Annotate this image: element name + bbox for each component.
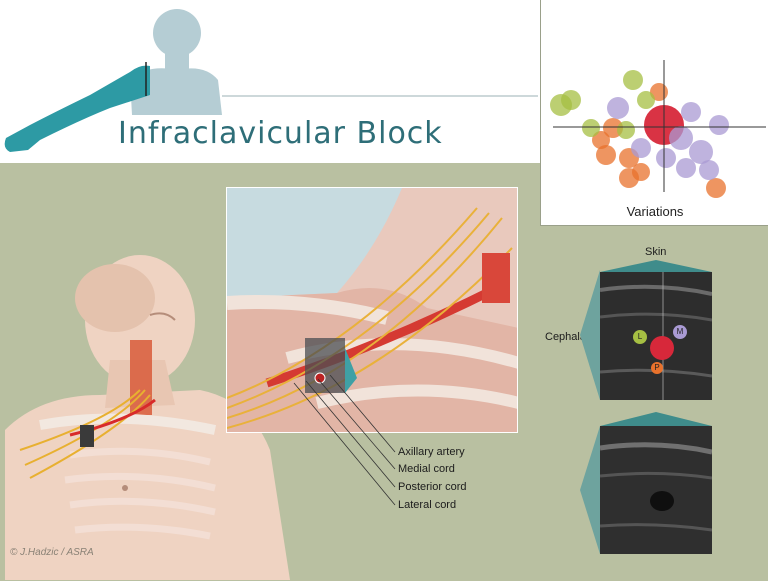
variations-label: Variations <box>626 204 684 219</box>
variation-bubble-purple <box>631 138 651 158</box>
variation-bubble-orange <box>632 163 650 181</box>
ultrasound-top: L M P <box>600 272 712 400</box>
variation-bubble-purple <box>709 115 729 135</box>
variation-bubble-green <box>637 91 655 109</box>
variation-bubble-green <box>623 70 643 90</box>
variation-bubble-purple <box>676 158 696 178</box>
cephalad-arrow <box>580 270 600 400</box>
variation-bubble-green <box>550 94 572 116</box>
variation-bubble-green <box>582 119 600 137</box>
skin-label: Skin <box>645 246 667 258</box>
variation-bubble-purple <box>669 126 693 150</box>
ultrasound-bottom <box>600 426 712 554</box>
variation-bubble-purple <box>699 160 719 180</box>
variation-bubble-orange <box>706 178 726 198</box>
skin-arrow-lower <box>600 412 712 426</box>
body-illustration <box>5 255 290 580</box>
variations-scatter <box>550 60 766 198</box>
marker-M: M <box>673 325 687 339</box>
variation-bubble-purple <box>656 148 676 168</box>
arm-silhouette-illustration <box>4 9 538 152</box>
page-title: Infraclavicular Block <box>118 116 443 151</box>
variation-bubble-orange <box>592 131 610 149</box>
skin-arrow <box>600 260 712 272</box>
label-lateral-cord: Lateral cord <box>398 499 457 511</box>
header-banner: Infraclavicular Block <box>0 0 540 163</box>
cephalad-arrow-lower <box>580 426 600 554</box>
label-axillary-artery: Axillary artery <box>398 446 465 458</box>
copyright-signature: © J.Hadzic / ASRA <box>10 547 94 558</box>
variation-bubble-purple <box>681 102 701 122</box>
variation-bubble-green <box>617 121 635 139</box>
variation-bubble-purple <box>689 140 713 164</box>
marker-L: L <box>633 330 647 344</box>
inset-illustration <box>227 188 517 432</box>
marker-P: P <box>651 362 663 374</box>
variation-bubble-orange <box>596 145 616 165</box>
variation-bubble-purple <box>607 97 629 119</box>
label-medial-cord: Medial cord <box>398 463 455 475</box>
label-leader-lines <box>293 375 396 506</box>
label-posterior-cord: Posterior cord <box>398 481 467 493</box>
anatomy-inset <box>226 187 518 433</box>
variations-panel: Variations <box>540 0 768 226</box>
